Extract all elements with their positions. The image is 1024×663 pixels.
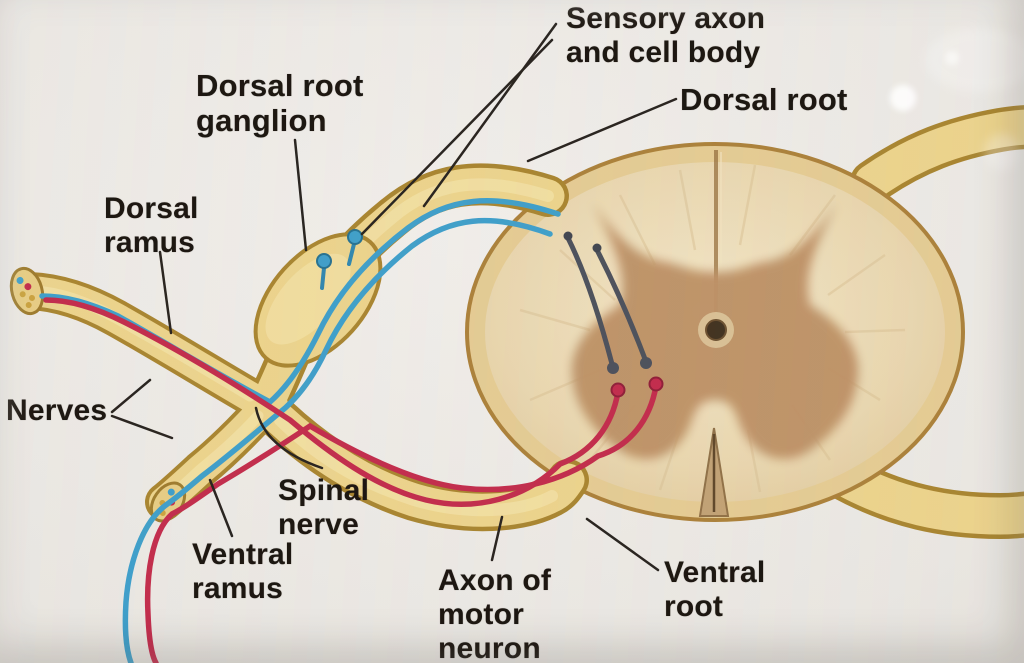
- label-axon-of-motor-neuron: Axon of motor neuron: [438, 564, 552, 663]
- contralateral-root-stumps: [822, 105, 1024, 540]
- label-spinal-nerve: Spinal nerve: [278, 474, 370, 541]
- motor-axon-fibers: [43, 297, 664, 663]
- leader-spinal-nerve: [254, 406, 324, 470]
- leader-nerves-lower: [110, 414, 174, 440]
- dorsal-root-ganglion-bulge: [253, 232, 383, 368]
- sensory-terminals-in-cord: [563, 231, 652, 374]
- spinal-cord-cross-section: [465, 142, 965, 522]
- motor-neuron-cell-body: [610, 382, 626, 398]
- label-sensory-axon-and-cell-body: Sensory axon and cell body: [566, 2, 766, 69]
- sensory-axon-to-ventral-ramus: [122, 217, 553, 663]
- ventral-root-highlight: [274, 414, 558, 517]
- sensory-cell-body: [316, 253, 332, 269]
- dorsal-ramus-cut-end: [9, 266, 45, 316]
- entry-dot: [563, 231, 573, 241]
- motor-neuron-cell-body: [648, 376, 664, 392]
- motor-axon-to-dorsal-ramus: [43, 297, 621, 507]
- label-dorsal-root: Dorsal root: [680, 82, 848, 117]
- label-dorsal-ramus: Dorsal ramus: [104, 192, 199, 259]
- leader-axon-motor-neuron: [490, 515, 504, 562]
- central-canal: [705, 319, 727, 341]
- glare-spots: [890, 28, 1024, 170]
- sensory-cell-body: [347, 229, 363, 245]
- terminal-bouton: [607, 362, 619, 374]
- sensory-terminal-fiber: [594, 247, 648, 362]
- terminal-bouton: [640, 357, 652, 369]
- label-dorsal-root-ganglion: Dorsal root ganglion: [196, 68, 364, 139]
- entry-dot: [592, 243, 602, 253]
- leader-lines: [110, 22, 678, 572]
- leader-dorsal-ramus: [158, 250, 173, 335]
- motor-axon-to-ventral-ramus: [144, 383, 659, 663]
- leader-sensory-axon: [422, 22, 558, 208]
- label-ventral-ramus: Ventral ramus: [192, 538, 294, 605]
- leader-ventral-root: [585, 517, 660, 572]
- sensory-terminal-fiber: [565, 235, 615, 367]
- cell-body-stem: [320, 266, 326, 290]
- sensory-axon-to-dorsal-ramus: [39, 198, 561, 406]
- cell-body-stem: [347, 242, 356, 266]
- leader-dorsal-root: [526, 97, 678, 163]
- leader-dorsal-root-ganglion: [293, 138, 308, 252]
- sensory-axon-fibers: [39, 198, 561, 663]
- label-nerves: Nerves: [6, 394, 108, 427]
- label-ventral-root: Ventral root: [664, 556, 766, 623]
- leader-ventral-ramus: [208, 478, 234, 538]
- leader-cell-body: [360, 38, 554, 236]
- leader-nerves-upper: [110, 378, 152, 414]
